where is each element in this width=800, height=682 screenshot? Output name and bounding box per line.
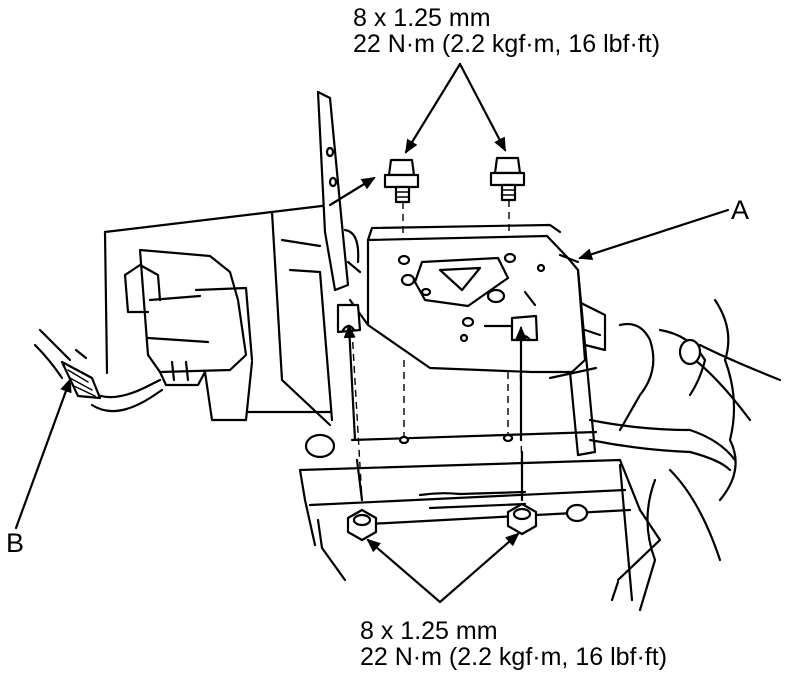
bottom-torque-spec: 22 N·m (2.2 kgf·m, 16 lbf·ft) xyxy=(360,643,668,671)
body-frame xyxy=(103,203,662,602)
grommet xyxy=(304,433,336,459)
hole-lower-left xyxy=(398,435,410,445)
bottom-bolt-spec: 8 x 1.25 mm xyxy=(360,617,498,645)
top-bolt-left xyxy=(383,158,420,204)
label-a: A xyxy=(731,195,750,225)
hose-end xyxy=(678,338,702,366)
label-b: B xyxy=(6,528,25,558)
leader-arrows xyxy=(14,62,730,604)
wire-harness xyxy=(33,328,164,413)
top-bolt-spec: 8 x 1.25 mm xyxy=(353,4,491,32)
engine-side-area xyxy=(573,298,782,612)
bottom-nut-left xyxy=(346,508,378,542)
control-module xyxy=(123,248,254,422)
bracket-a xyxy=(336,223,597,457)
bottom-nut-right xyxy=(506,502,538,536)
top-torque-callout: 8 x 1.25 mm 22 N·m (2.2 kgf·m, 16 lbf·ft… xyxy=(353,5,660,57)
bottom-torque-callout: 8 x 1.25 mm 22 N·m (2.2 kgf·m, 16 lbf·ft… xyxy=(360,618,667,670)
hole-lower-right xyxy=(502,433,514,443)
top-torque-spec: 22 N·m (2.2 kgf·m, 16 lbf·ft) xyxy=(353,30,661,58)
top-bolt-right xyxy=(489,156,526,202)
frame-hole xyxy=(565,503,589,523)
strap-bracket xyxy=(316,90,362,292)
